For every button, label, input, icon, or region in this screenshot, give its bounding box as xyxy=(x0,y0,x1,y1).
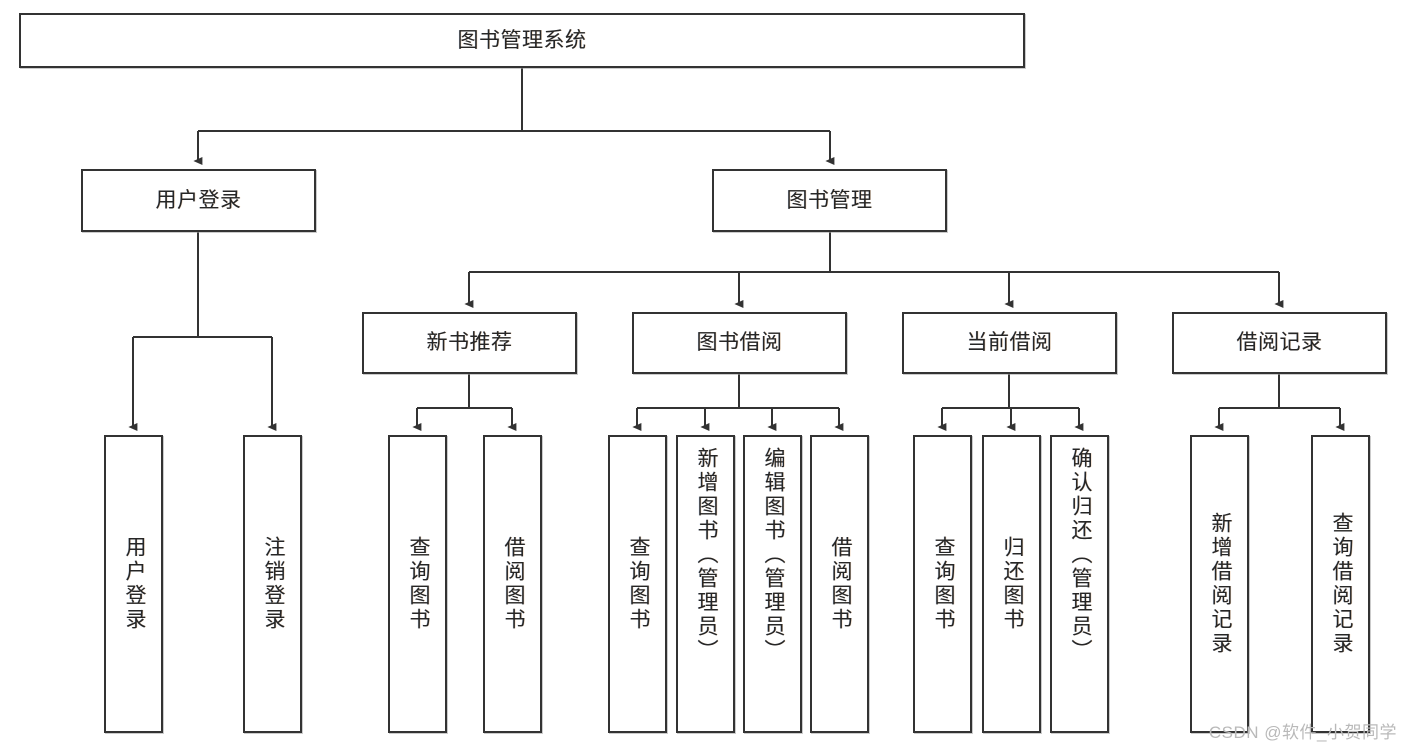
node-level2-1-label: 用户登录 xyxy=(155,188,242,212)
node-leaf-6[interactable]: 新增图书（管理员） xyxy=(676,435,735,733)
node-leaf-6-label: 新增图书（管理员） xyxy=(694,447,718,663)
node-leaf-12-label: 新增借阅记录 xyxy=(1208,512,1232,656)
node-leaf-11[interactable]: 确认归还（管理员） xyxy=(1050,435,1109,733)
node-leaf-12[interactable]: 新增借阅记录 xyxy=(1190,435,1249,733)
node-level2-1[interactable]: 用户登录 xyxy=(81,169,316,232)
node-leaf-1-label: 用户登录 xyxy=(122,536,146,632)
node-leaf-3[interactable]: 查询图书 xyxy=(388,435,447,733)
node-leaf-10[interactable]: 归还图书 xyxy=(982,435,1041,733)
node-leaf-13[interactable]: 查询借阅记录 xyxy=(1311,435,1370,733)
node-level3-3-label: 当前借阅 xyxy=(966,331,1053,355)
node-level3-3[interactable]: 当前借阅 xyxy=(902,312,1117,374)
node-leaf-10-label: 归还图书 xyxy=(1000,536,1024,632)
node-leaf-8-label: 借阅图书 xyxy=(828,536,852,632)
node-leaf-9-label: 查询图书 xyxy=(931,536,955,632)
node-leaf-8[interactable]: 借阅图书 xyxy=(810,435,869,733)
node-level3-1[interactable]: 新书推荐 xyxy=(362,312,577,374)
node-leaf-2[interactable]: 注销登录 xyxy=(243,435,302,733)
node-level3-4[interactable]: 借阅记录 xyxy=(1172,312,1387,374)
node-leaf-2-label: 注销登录 xyxy=(261,536,285,632)
node-leaf-7-label: 编辑图书（管理员） xyxy=(761,447,785,663)
node-level3-1-label: 新书推荐 xyxy=(426,331,513,355)
node-leaf-4-label: 借阅图书 xyxy=(501,536,525,632)
node-level3-2-label: 图书借阅 xyxy=(696,331,783,355)
node-leaf-9[interactable]: 查询图书 xyxy=(913,435,972,733)
node-leaf-1[interactable]: 用户登录 xyxy=(104,435,163,733)
node-level3-4-label: 借阅记录 xyxy=(1236,331,1323,355)
node-level3-2[interactable]: 图书借阅 xyxy=(632,312,847,374)
node-root-label: 图书管理系统 xyxy=(457,28,587,52)
node-leaf-3-label: 查询图书 xyxy=(406,536,430,632)
node-leaf-5[interactable]: 查询图书 xyxy=(608,435,667,733)
node-leaf-13-label: 查询借阅记录 xyxy=(1329,512,1353,656)
node-level2-2[interactable]: 图书管理 xyxy=(712,169,947,232)
node-leaf-4[interactable]: 借阅图书 xyxy=(483,435,542,733)
node-leaf-11-label: 确认归还（管理员） xyxy=(1068,447,1092,663)
node-root-system[interactable]: 图书管理系统 xyxy=(19,13,1025,68)
node-leaf-5-label: 查询图书 xyxy=(626,536,650,632)
node-leaf-7[interactable]: 编辑图书（管理员） xyxy=(743,435,802,733)
node-level2-2-label: 图书管理 xyxy=(786,188,873,212)
